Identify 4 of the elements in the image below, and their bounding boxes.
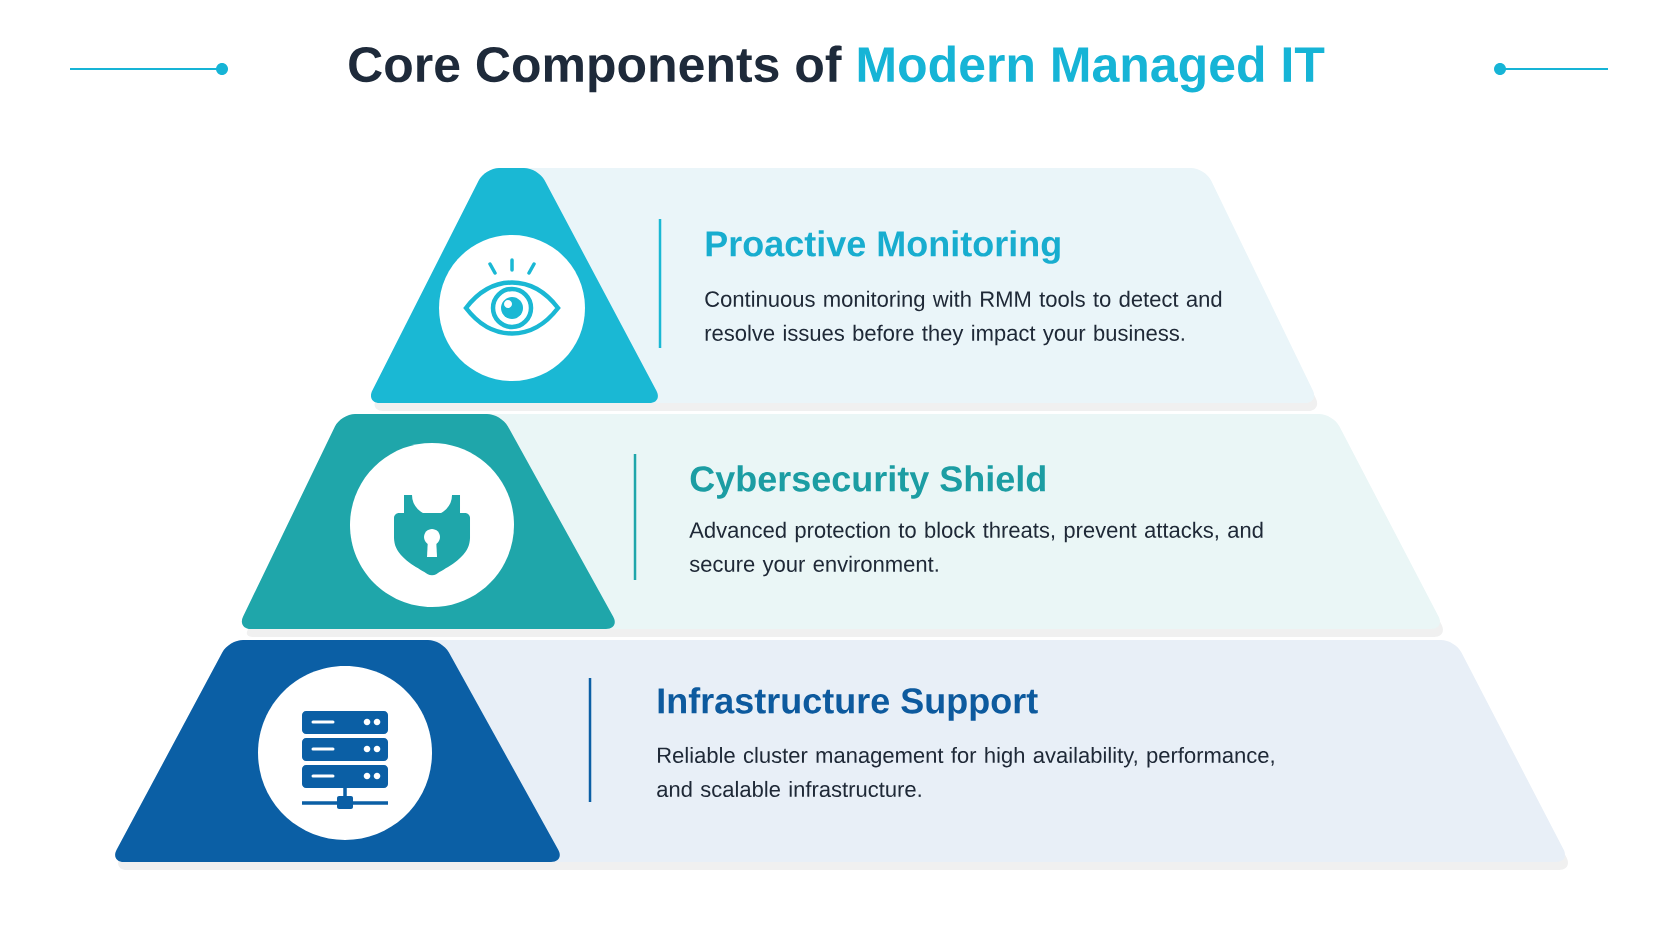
title: Core Components of Modern Managed IT bbox=[349, 45, 1325, 93]
tier-band: Cybersecurity Shield Advanced protection to block threats, prevent attacks, and secure your environment. bbox=[241, 414, 1443, 637]
tier-band: Infrastructure Support Reliable cluster management for high availability, performance, and scalable infrastructure. bbox=[115, 640, 1568, 870]
tier-band: Proactive Monitoring Continuous monitoring with RMM tools to detect and resolve issues before they impact your business. bbox=[370, 168, 1318, 411]
